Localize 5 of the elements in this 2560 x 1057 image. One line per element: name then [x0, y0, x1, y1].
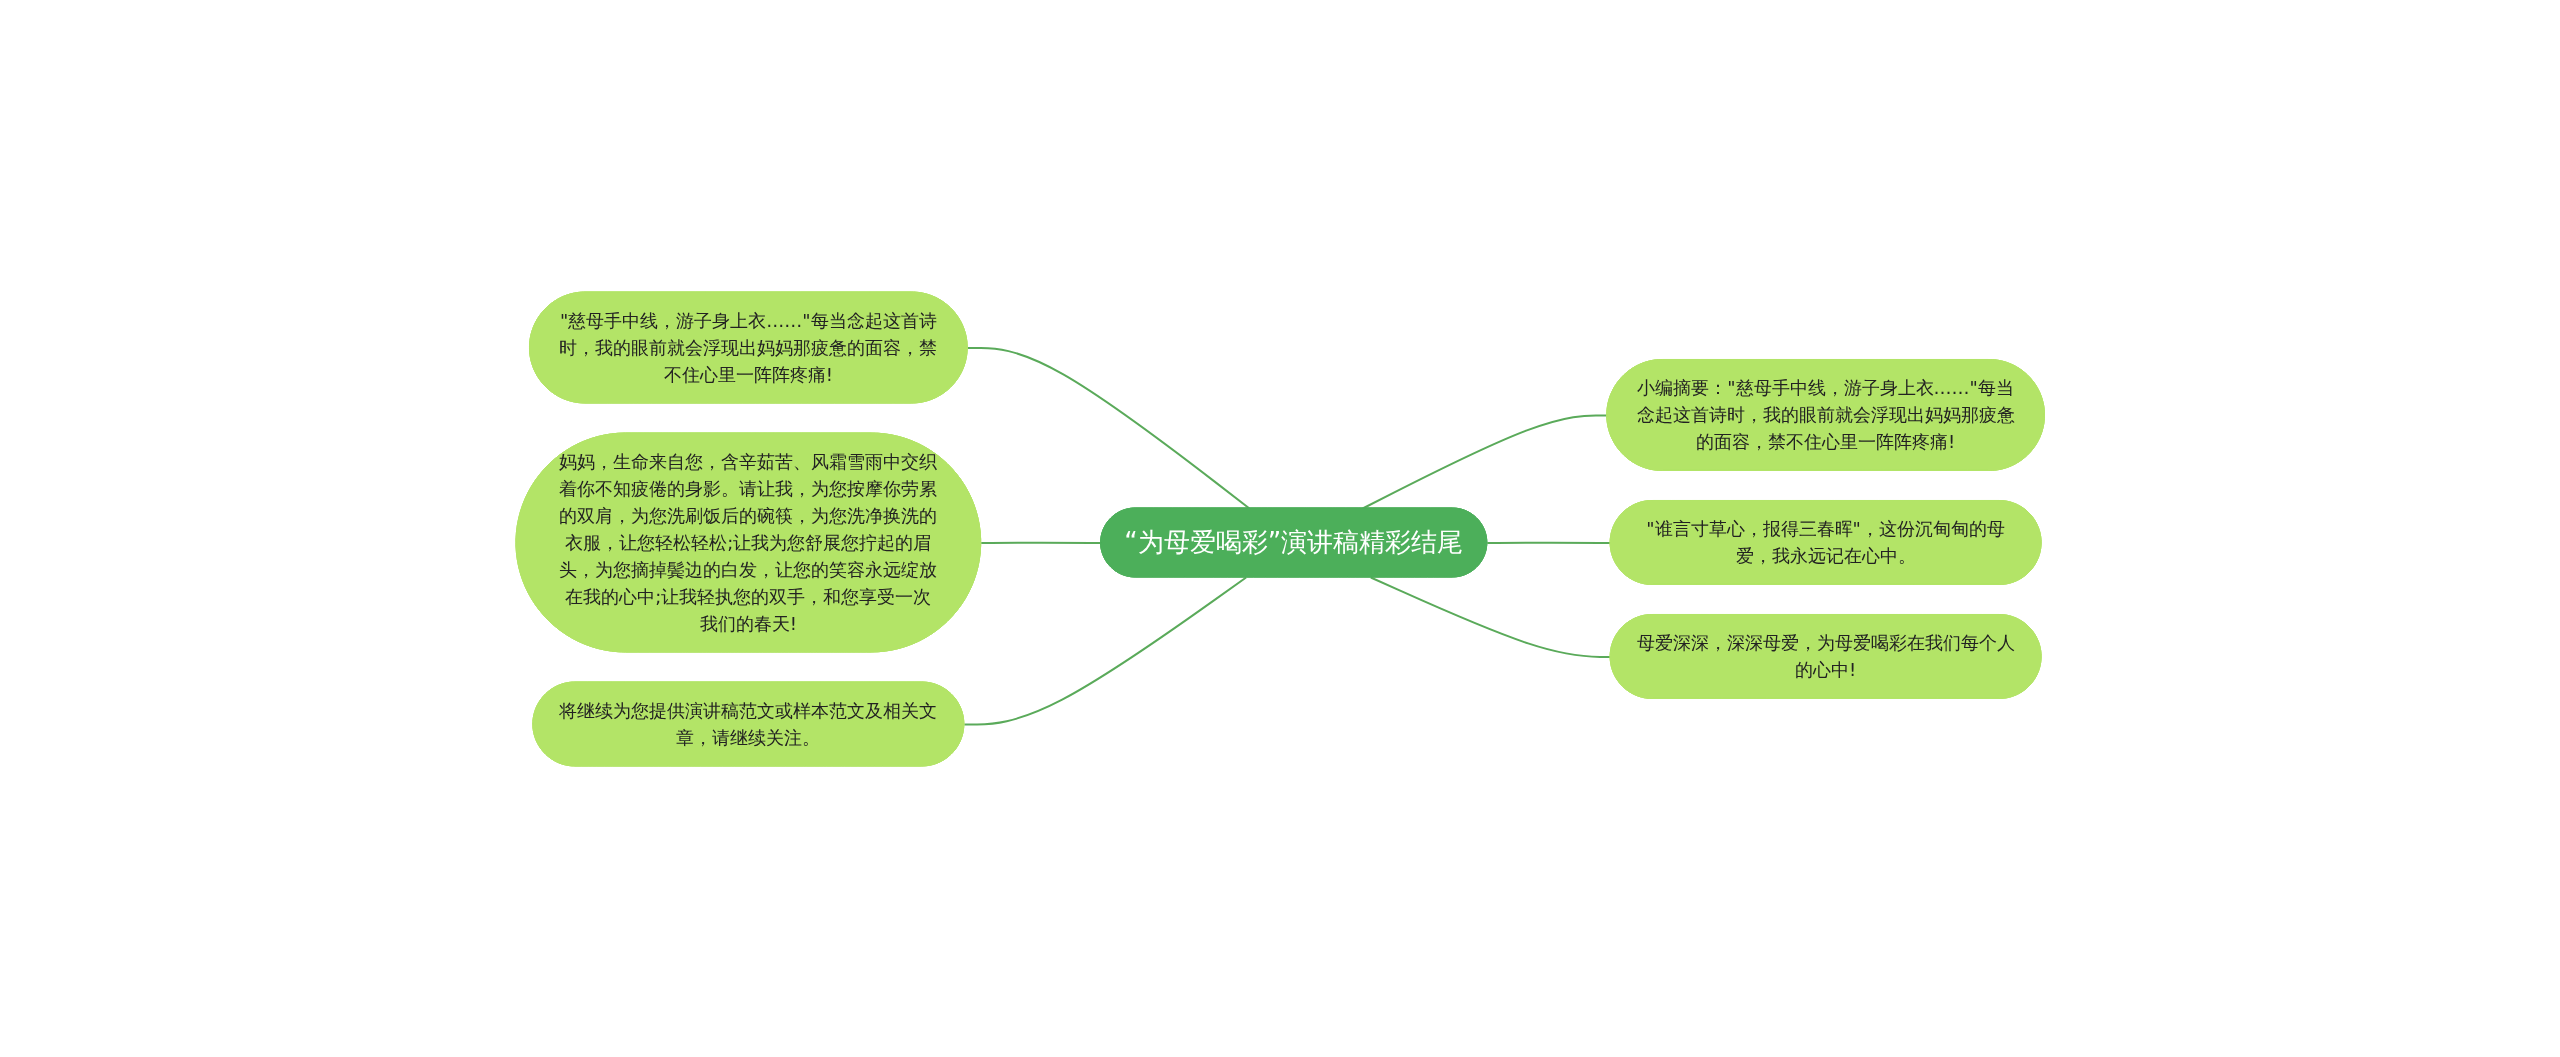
connector: [1486, 541, 1612, 544]
connector: [963, 576, 1247, 725]
connector: [979, 541, 1102, 544]
connector: [1369, 576, 1612, 658]
connector: [966, 346, 1251, 509]
